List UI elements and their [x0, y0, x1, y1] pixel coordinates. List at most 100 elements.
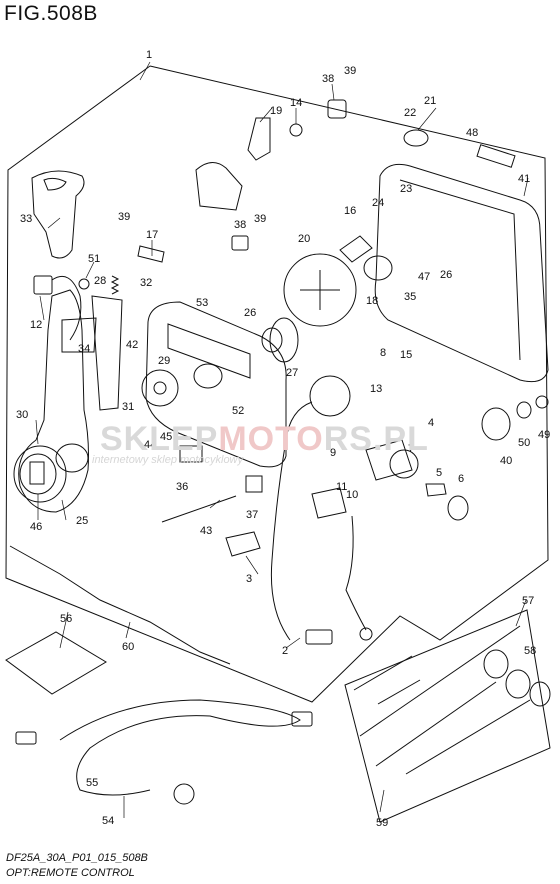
kit-bolt-mid: [375, 681, 497, 767]
kit-bolt-short: [405, 699, 531, 775]
housing-shaft-hole: [193, 363, 223, 389]
callout-43: 43: [200, 525, 212, 537]
callout-15: 15: [400, 349, 412, 361]
parts-bag: [5, 631, 107, 695]
cam-disk-notch: [300, 270, 340, 310]
callout-24: 24: [372, 197, 384, 209]
bushing-22: [403, 129, 429, 147]
detent-spring: [110, 275, 120, 295]
lever-bracket: [91, 295, 123, 411]
callout-20: 20: [298, 233, 310, 245]
neutral-button: [19, 453, 57, 495]
callout-47: 47: [418, 271, 430, 283]
callout-33: 33: [20, 213, 32, 225]
callout-7: 7: [408, 443, 414, 455]
callout-39c: 39: [118, 211, 130, 223]
callout-56: 56: [60, 613, 72, 625]
callout-55: 55: [86, 777, 98, 789]
leader-lines: [35, 61, 529, 818]
callout-22: 22: [404, 107, 416, 119]
main-switch-body: [365, 439, 413, 481]
cable-stopper: [245, 475, 263, 493]
rear-cover-label: [476, 144, 516, 168]
ring-27: [269, 317, 299, 363]
kit-tie-b: [377, 679, 421, 705]
cable-clip-upper: [327, 99, 347, 119]
callout-51: 51: [88, 253, 100, 265]
watermark-logo: SKLEPMOTORS.PL: [100, 420, 429, 459]
callout-19: 19: [270, 105, 282, 117]
throttle-arm-bracket: [195, 162, 243, 211]
kit-tie-a: [353, 655, 413, 691]
watermark-part-1: SKLEP: [100, 420, 219, 458]
stop-switch: [311, 487, 347, 519]
callout-27: 27: [286, 367, 298, 379]
cable-plate: [225, 531, 261, 557]
callout-59: 59: [376, 817, 388, 829]
lever-boss: [55, 443, 89, 473]
cable-clip-lower: [231, 235, 249, 251]
control-lever-arm: [18, 289, 89, 513]
harness-plug-a: [15, 731, 37, 745]
trim-switch-wire: [51, 276, 82, 341]
handle-grip-slot: [43, 177, 67, 191]
callout-37: 37: [246, 509, 258, 521]
lever-hub: [13, 445, 67, 503]
ignition-key: [425, 483, 447, 497]
watermark-part-3: RS.PL: [323, 420, 429, 458]
callout-1: 1: [146, 49, 152, 61]
callout-28: 28: [94, 275, 106, 287]
kit-bushing-a: [483, 649, 509, 679]
cam-gear-hub: [153, 381, 167, 395]
harness-plug-c: [173, 783, 195, 805]
rear-cover: [374, 163, 549, 383]
washer-14: [289, 123, 303, 137]
callout-32: 32: [140, 277, 152, 289]
emergency-lanyard: [345, 515, 367, 631]
callout-26a: 26: [244, 307, 256, 319]
figure-title: FIG.508B: [4, 2, 98, 25]
callout-40: 40: [500, 455, 512, 467]
harness-connector: [305, 629, 333, 645]
control-housing: [145, 301, 287, 468]
callout-52: 52: [232, 405, 244, 417]
kit-bushing-c: [529, 681, 551, 707]
callout-29: 29: [158, 355, 170, 367]
callout-5: 5: [436, 467, 442, 479]
extension-harness: [59, 699, 301, 796]
throttle-cable: [9, 545, 231, 665]
main-switch-bezel: [389, 449, 419, 479]
callout-57: 57: [522, 595, 534, 607]
switch-cap: [447, 495, 469, 521]
callout-11: 11: [336, 481, 347, 493]
detent-pin: [137, 245, 165, 263]
callout-14: 14: [290, 97, 302, 109]
callout-34: 34: [78, 343, 90, 355]
callout-3: 3: [246, 573, 252, 585]
callout-2: 2: [282, 645, 288, 657]
callout-49: 49: [538, 429, 550, 441]
callout-4: 4: [428, 417, 434, 429]
callout-23: 23: [400, 183, 412, 195]
callout-30: 30: [16, 409, 28, 421]
washer-51: [78, 278, 90, 290]
callout-13: 13: [370, 383, 382, 395]
gear-18: [363, 255, 393, 281]
callout-21: 21: [424, 95, 436, 107]
washer-50: [516, 401, 532, 419]
bracket-plate: [61, 317, 97, 353]
cam-disk: [283, 253, 357, 327]
callout-16: 16: [344, 205, 356, 217]
warning-buzzer: [309, 375, 351, 417]
watermark-part-2: MOTO: [218, 420, 324, 458]
callout-35: 35: [404, 291, 416, 303]
nut-49: [535, 395, 549, 409]
footer-code: DF25A_30A_P01_015_508B: [6, 852, 148, 864]
callout-6: 6: [458, 473, 464, 485]
callout-38a: 38: [322, 73, 334, 85]
callout-38b: 38: [234, 219, 246, 231]
rear-cover-rib: [399, 179, 521, 361]
callout-25: 25: [76, 515, 88, 527]
